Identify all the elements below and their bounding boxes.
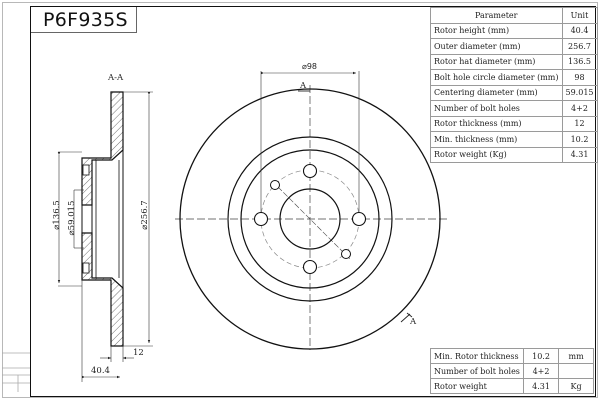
table-row: Rotor hat diameter (mm)136.5 bbox=[430, 53, 598, 70]
drawing-frame bbox=[30, 6, 596, 397]
param-value: 4.31 bbox=[561, 146, 598, 163]
param-name: Rotor weight (Kg) bbox=[430, 146, 563, 163]
param-value: 10.2 bbox=[561, 131, 598, 148]
summary-unit: Kg bbox=[558, 378, 594, 394]
outer-diameter-dim: ⌀256.7 bbox=[140, 200, 150, 230]
thickness-dim: 12 bbox=[133, 348, 144, 358]
section-marker-top: A bbox=[300, 81, 307, 91]
hat-diameter-dim: ⌀136.5 bbox=[52, 200, 62, 230]
section-label: A-A bbox=[108, 73, 124, 83]
table-row: Centering diameter (mm)59.015 bbox=[430, 84, 598, 101]
height-dim: 40.4 bbox=[91, 366, 110, 376]
centering-diameter-dim: ⌀59.015 bbox=[67, 200, 77, 236]
table-row: Rotor weight (Kg)4.31 bbox=[430, 146, 598, 163]
section-marker-bottom: A bbox=[410, 317, 417, 327]
summary-name: Rotor weight bbox=[430, 378, 524, 394]
param-value: 136.5 bbox=[561, 53, 598, 70]
parameter-table: Parameter Unit Rotor height (mm)40.4 Out… bbox=[430, 7, 598, 163]
title-block-lines bbox=[2, 352, 30, 392]
part-number-title: P6F935S bbox=[31, 7, 137, 33]
section-view bbox=[57, 91, 153, 382]
table-header-row: Parameter Unit bbox=[430, 7, 598, 24]
bolt-circle-dim: ⌀98 bbox=[302, 62, 317, 71]
front-view bbox=[175, 71, 447, 350]
param-value: 12 bbox=[561, 115, 598, 132]
summary-value: 4.31 bbox=[522, 378, 560, 394]
